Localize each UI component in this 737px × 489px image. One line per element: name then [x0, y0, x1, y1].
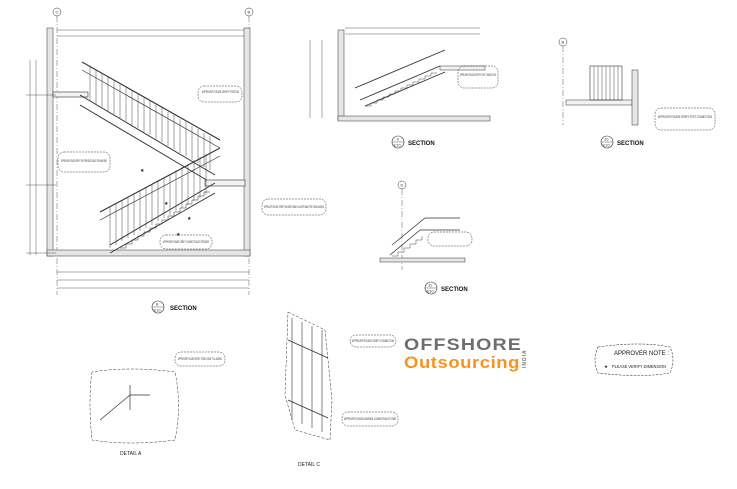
section-11: D 11 E10 SECTION [379, 180, 473, 295]
approver-note-title: APPROVER NOTE : [614, 351, 669, 357]
section-9-label: SECTION [408, 141, 435, 147]
section-10-sheet: E10 [603, 143, 611, 148]
svg-text:★: ★ [140, 168, 145, 174]
main-section-label: SECTION [170, 306, 197, 312]
section-10: B 10 E10 SECTION [558, 37, 716, 149]
section-11-sheet: E10 [427, 289, 435, 294]
callout-c8: APPROVER PLEASE VERIFY CONNECTION [352, 338, 394, 343]
section-11-label: SECTION [441, 287, 468, 293]
detail-a-label: DETAIL A [120, 451, 142, 457]
svg-text:★: ★ [187, 216, 192, 222]
main-section-sheet: E10 [154, 308, 162, 313]
section-10-num: 10 [604, 137, 609, 142]
callout-c9: APPROVER PLEASE HANDRAIL CONNECTION AT S… [344, 416, 396, 421]
logo-line3: INDIA [522, 349, 528, 368]
logo-line1: OFFSHORE [404, 335, 522, 354]
grid-tag-b2: B [562, 40, 565, 45]
offshore-logo: OFFSHORE Outsourcing INDIA [404, 335, 528, 372]
approver-note-bullet: ★ [604, 364, 609, 369]
callout-c1: APPROVER PLEASE VERIFY POSITION [202, 89, 239, 94]
callout-c2: APPROVER PLEASE VERIFY THE PROVIDED RAIL… [61, 158, 107, 163]
main-stair-section: C B [26, 7, 327, 314]
main-section-num: 8 [156, 302, 159, 307]
detail-c-label: DETAIL C [298, 462, 320, 468]
logo-line2: Outsourcing [404, 353, 520, 372]
approver-note-text: PLEASE VERIFY DIMENSION [612, 364, 666, 369]
section-9: 9 E10 SECTION [309, 27, 499, 149]
section-10-label: SECTION [617, 141, 644, 147]
section-9-num: 9 [397, 137, 400, 142]
section-11-num: 11 [428, 283, 433, 288]
grid-tag-b: B [248, 10, 251, 15]
grid-tag-c: C [56, 10, 59, 15]
callout-c4: APPROVER PLEASE VERIFY CONNECTION AT STR… [163, 239, 209, 244]
callout-c6: APPROVER PLEASE VERIFY POST CONNECTION [658, 114, 712, 119]
grid-tag-d: D [401, 183, 404, 188]
svg-text:★: ★ [164, 201, 169, 207]
callout-c5: APPROVER PLEASE VERIFY POST CONNECTION [460, 72, 496, 77]
callout-c3: APPROVER PLEASE VERIFY WELDED FRAME IS A… [264, 204, 324, 209]
approver-note: APPROVER NOTE : ★ PLEASE VERIFY DIMENSIO… [594, 343, 674, 376]
section-9-sheet: E10 [394, 143, 402, 148]
detail-a: APPROVER PLEASE VERIFY STAIR CONN. TO LA… [89, 351, 226, 457]
callout-c7: APPROVER PLEASE VERIFY STAIR CONN. TO LA… [178, 356, 222, 361]
detail-c: APPROVER PLEASE VERIFY CONNECTION APPROV… [284, 311, 399, 468]
